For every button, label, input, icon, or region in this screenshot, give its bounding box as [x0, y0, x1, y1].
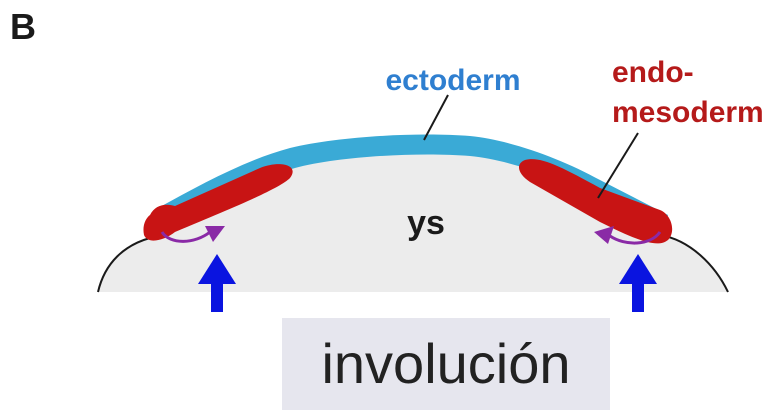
motion-arrow-left: [160, 230, 211, 243]
panel-letter: B: [10, 6, 36, 47]
label-yolk: ys: [407, 204, 445, 242]
endomesoderm-left: [143, 164, 293, 241]
involution-arrow-left-head: [198, 254, 236, 284]
motion-arrow-right: [609, 231, 662, 245]
label-endomesoderm-line1: endo-: [612, 56, 694, 89]
involution-arrow-right-head: [619, 254, 657, 284]
motion-arrowhead-left: [205, 226, 225, 242]
ectoderm-leader: [423, 94, 449, 141]
caption-involution: involución: [321, 332, 571, 395]
label-ectoderm: ectoderm: [385, 64, 520, 97]
caption-box: involución: [282, 318, 610, 410]
endomesoderm-right: [518, 159, 673, 244]
involution-arrow-left-shaft: [211, 282, 223, 312]
ectoderm-layer: [158, 134, 668, 232]
endomesoderm-leader: [597, 132, 639, 199]
label-endomesoderm-line2: mesoderm: [612, 96, 764, 129]
involution-arrow-right-shaft: [632, 282, 644, 312]
motion-arrowhead-right: [594, 226, 614, 244]
